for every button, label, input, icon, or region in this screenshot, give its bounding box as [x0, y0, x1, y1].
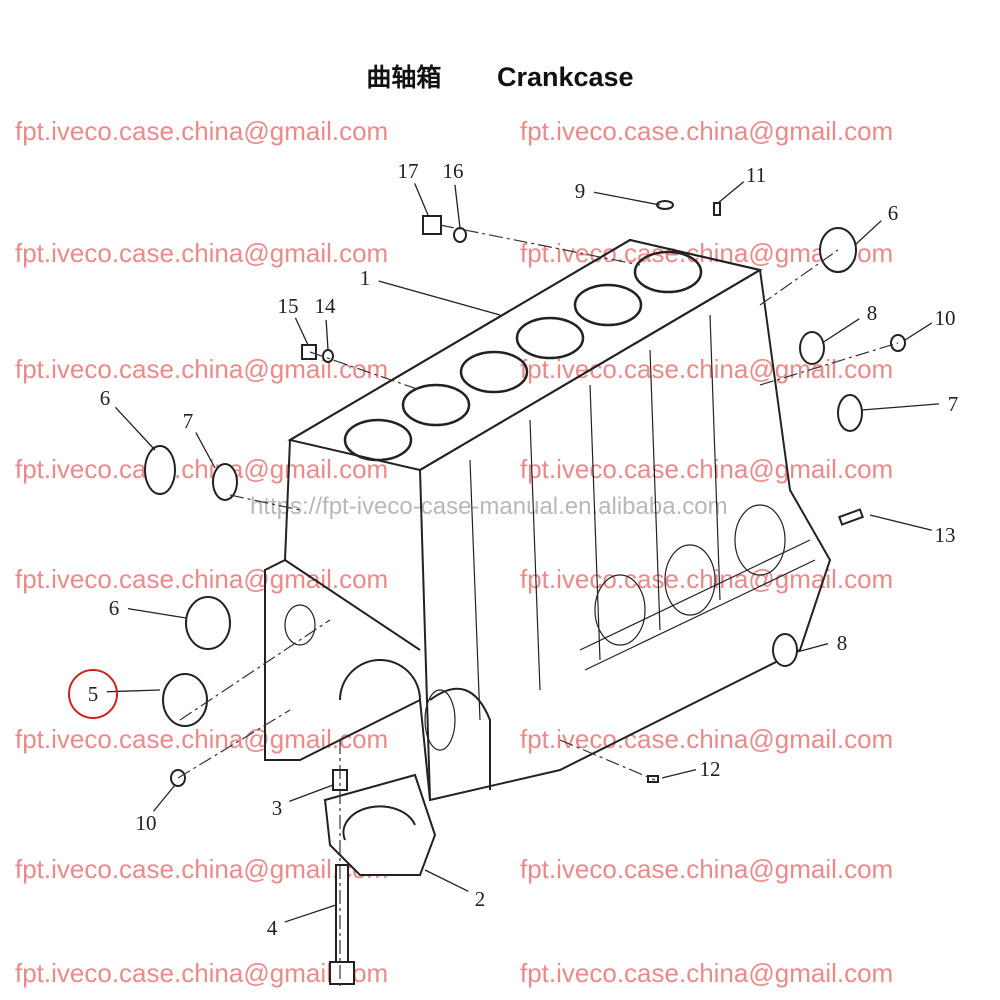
callout-12: 12 — [700, 757, 721, 781]
leader-line-17 — [414, 183, 429, 216]
washer-16 — [453, 227, 467, 243]
bolt-head-4 — [329, 961, 355, 985]
plug-8-top — [799, 331, 825, 365]
bolt-4 — [335, 864, 349, 971]
leader-line-13 — [869, 514, 932, 531]
email-watermark: fpt.iveco.case.china@gmail.com — [15, 454, 388, 484]
leader-line-6 — [127, 607, 187, 619]
highlight-circle — [68, 669, 118, 719]
callout-1: 1 — [360, 266, 371, 290]
bushing-5 — [162, 673, 208, 727]
leader-line-2 — [424, 869, 469, 892]
email-watermark: fpt.iveco.case.china@gmail.com — [15, 116, 388, 146]
email-watermark: fpt.iveco.case.china@gmail.com — [15, 724, 388, 754]
callout-10: 10 — [935, 306, 956, 330]
leader-line-5 — [106, 689, 161, 693]
page-title: 曲轴箱 Crankcase — [0, 58, 1000, 94]
leader-line-1 — [378, 280, 501, 316]
email-watermark: fpt.iveco.case.china@gmail.com — [15, 238, 388, 268]
callout-13: 13 — [935, 523, 956, 547]
callout-6: 6 — [888, 201, 899, 225]
title-english: Crankcase — [496, 62, 634, 92]
plug-8-bottom — [772, 633, 798, 667]
plug-6-front — [185, 596, 231, 650]
leader-line-4 — [284, 904, 337, 923]
callout-8: 8 — [867, 301, 878, 325]
callout-6: 6 — [100, 386, 111, 410]
bearing-cap-2 — [323, 773, 437, 876]
axis-lines — [177, 224, 899, 990]
plug-15 — [301, 344, 317, 360]
leader-line-8 — [796, 642, 829, 653]
plug-7-left — [212, 463, 238, 501]
callout-15: 15 — [278, 294, 299, 318]
email-watermark: fpt.iveco.case.china@gmail.com — [15, 564, 388, 594]
leader-line-7 — [195, 432, 216, 469]
title-chinese: 曲轴箱 — [366, 63, 442, 92]
leader-line-6 — [854, 220, 882, 246]
email-watermark: fpt.iveco.case.china@gmail.com — [15, 958, 388, 988]
leader-line-7 — [861, 403, 940, 411]
leader-line-16 — [454, 184, 461, 229]
leader-line-11 — [717, 181, 745, 204]
email-watermark: fpt.iveco.case.china@gmail.com — [520, 724, 893, 754]
plug-6-left — [144, 445, 176, 495]
loose-parts — [144, 200, 906, 985]
email-watermark: fpt.iveco.case.china@gmail.com — [520, 116, 893, 146]
leader-line-12 — [661, 768, 697, 779]
leader-line-14 — [325, 319, 329, 351]
leader-line-9 — [593, 191, 661, 206]
url-watermark: https://fpt-iveco-case-manual.en.alibaba… — [250, 493, 728, 520]
callout-7: 7 — [948, 392, 959, 416]
callout-9: 9 — [575, 179, 586, 203]
callout-11: 11 — [746, 163, 766, 187]
callout-8: 8 — [837, 631, 848, 655]
callout-labels: 17 16 9 11 6 1 15 14 8 10 6 7 7 13 6 5 8 12 3 10 2 4 — [88, 159, 959, 940]
email-watermark: fpt.iveco.case.china@gmail.com — [520, 854, 893, 884]
callout-4: 4 — [267, 916, 278, 940]
email-watermark: fpt.iveco.case.china@gmail.com — [520, 454, 893, 484]
callout-2: 2 — [475, 887, 486, 911]
engine-block — [264, 238, 832, 802]
callout-10: 10 — [136, 811, 157, 835]
email-watermark: fpt.iveco.case.china@gmail.com — [520, 354, 893, 384]
callout-5: 5 — [88, 682, 99, 706]
callout-7: 7 — [183, 409, 194, 433]
callout-14: 14 — [315, 294, 337, 318]
callout-6: 6 — [109, 596, 120, 620]
leader-line-10 — [153, 784, 176, 812]
leader-lines — [106, 181, 940, 923]
callout-16: 16 — [443, 159, 464, 183]
callout-3: 3 — [272, 796, 283, 820]
leader-line-10 — [904, 322, 933, 341]
stud-13 — [838, 508, 864, 526]
email-watermark: fpt.iveco.case.china@gmail.com — [520, 958, 893, 988]
leader-line-3 — [289, 784, 334, 802]
watermarks: fpt.iveco.case.china@gmail.com fpt.iveco.… — [15, 116, 893, 988]
leader-line-15 — [294, 317, 309, 346]
leader-line-6 — [114, 406, 156, 451]
plug-17 — [422, 215, 442, 235]
callout-17: 17 — [398, 159, 419, 183]
leader-line-8 — [821, 318, 860, 344]
cylinder-bores — [343, 250, 703, 462]
washer-14 — [322, 349, 334, 363]
email-watermark: fpt.iveco.case.china@gmail.com — [15, 854, 388, 884]
plug-7-right — [837, 394, 863, 432]
dowel-11 — [713, 202, 721, 216]
